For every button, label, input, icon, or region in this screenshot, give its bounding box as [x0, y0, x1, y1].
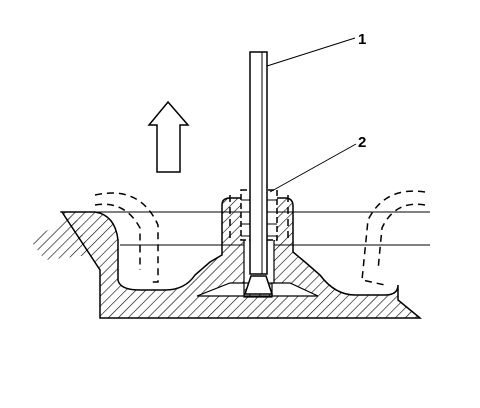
leader-lines: [266, 37, 357, 193]
callout-2-label: 2: [358, 134, 366, 151]
tool-rod: [243, 51, 274, 295]
up-arrow-icon: [147, 100, 190, 173]
callout-1-label: 1: [358, 31, 366, 48]
hidden-outlines: [94, 190, 426, 286]
